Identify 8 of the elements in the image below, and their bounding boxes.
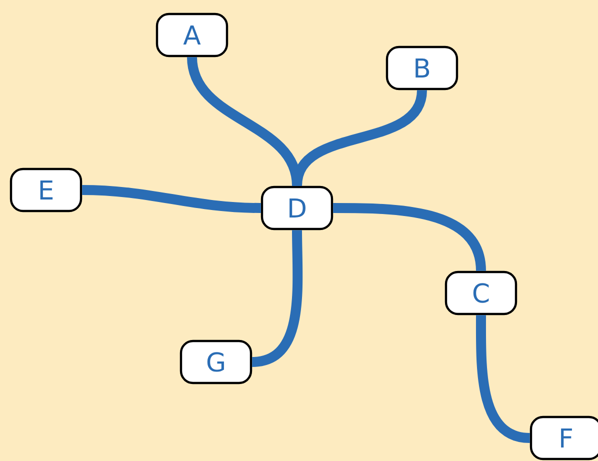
letter-node: A [156, 12, 228, 58]
letter-node: G [180, 340, 252, 384]
letter-node: F [530, 416, 598, 460]
letter-node: D [260, 186, 334, 230]
letter-node: C [444, 270, 518, 316]
letter-node: E [10, 168, 82, 212]
letter-node: B [386, 46, 458, 90]
connector-line [82, 185, 262, 213]
